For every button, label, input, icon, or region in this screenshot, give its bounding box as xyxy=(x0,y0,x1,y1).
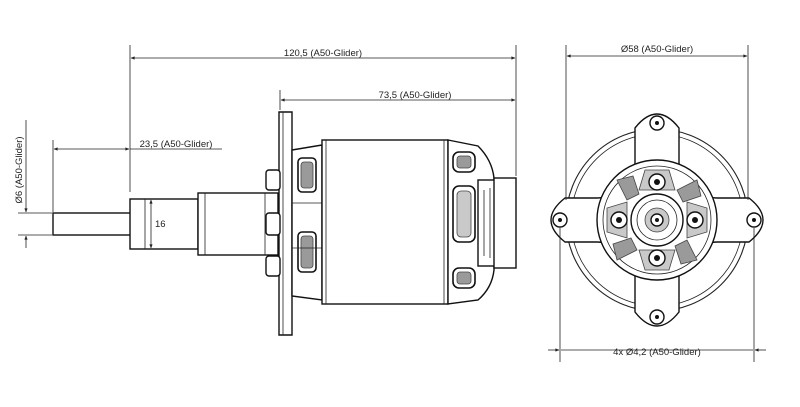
dim-mount-holes: 4x Ø4,2 (A50-Glider) xyxy=(548,228,766,362)
dim-body-length: 73,5 (A50-Glider) xyxy=(279,90,516,110)
side-view xyxy=(52,111,517,336)
front-view xyxy=(550,113,764,327)
dim-shaft-extension: 23,5 (A50-Glider) xyxy=(52,139,222,212)
dim-outer-diameter: Ø58 (A50-Glider) xyxy=(565,44,749,200)
dim-collar-diameter: 16 xyxy=(149,199,166,249)
dim-overall-length: 120,5 (A50-Glider) xyxy=(129,45,517,192)
shaft-collar xyxy=(129,192,279,256)
end-cap xyxy=(477,177,517,269)
dim-overall-length-label: 120,5 (A50-Glider) xyxy=(284,48,362,59)
dim-shaft-diameter: Ø6 (A50-Glider) xyxy=(14,120,52,248)
front-bell xyxy=(291,144,323,301)
dim-body-length-label: 73,5 (A50-Glider) xyxy=(379,90,452,101)
dim-mount-holes-label: 4x Ø4,2 (A50-Glider) xyxy=(613,347,701,358)
motor-can xyxy=(321,139,449,305)
dim-collar-diameter-label: 16 xyxy=(155,219,166,230)
shaft xyxy=(52,212,133,236)
dim-shaft-extension-label: 23,5 (A50-Glider) xyxy=(140,139,213,150)
dim-shaft-diameter-label: Ø6 (A50-Glider) xyxy=(14,136,25,203)
dim-outer-diameter-label: Ø58 (A50-Glider) xyxy=(621,44,693,55)
mount-flange-side xyxy=(265,111,293,336)
